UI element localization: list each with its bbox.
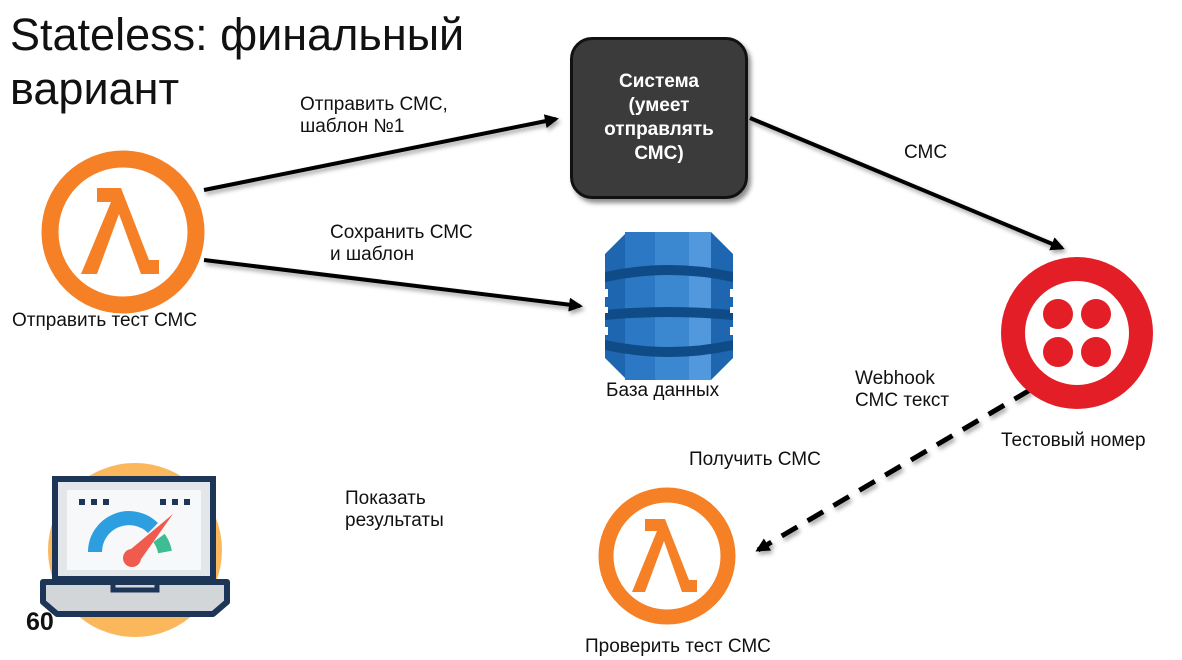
database-label: База данных: [606, 380, 720, 401]
slide-title-line-2: вариант: [10, 63, 180, 114]
edge-label-save-sms: Сохранить СМС и шаблон: [330, 222, 473, 265]
edge-system-to-test-number: [749, 116, 1065, 251]
test-number-label: Тестовый номер: [1001, 430, 1146, 451]
edge-label-show-results: Показать результаты: [345, 488, 444, 531]
edge-send-to-database: [203, 258, 583, 312]
edge-send-to-system: [203, 114, 559, 192]
system-node: Система (умеет отправлять СМС): [570, 37, 748, 199]
page-number: 60: [26, 608, 54, 636]
edge-label-send-sms: Отправить СМС, шаблон №1: [300, 94, 448, 137]
laptop-dashboard-icon: [40, 463, 230, 637]
lambda-check-label: Проверить тест СМС: [585, 636, 771, 657]
twilio-icon: [1001, 257, 1153, 409]
aws-lambda-icon: [41, 150, 205, 314]
dynamodb-icon: [603, 232, 735, 380]
lambda-send-label: Отправить тест СМС: [12, 310, 198, 331]
edge-label-webhook: Webhook СМС текст: [855, 368, 950, 411]
aws-lambda-icon: [598, 487, 736, 625]
system-node-label: Система (умеет отправлять СМС): [604, 71, 714, 164]
edge-label-get-sms: Получить СМС: [689, 449, 821, 470]
slide-title-line-1: Stateless: финальный: [10, 9, 465, 60]
edge-test-number-to-check: [755, 387, 1032, 553]
edge-label-sms: СМС: [904, 142, 948, 163]
slide-title: Stateless: финальный вариант: [10, 8, 464, 116]
